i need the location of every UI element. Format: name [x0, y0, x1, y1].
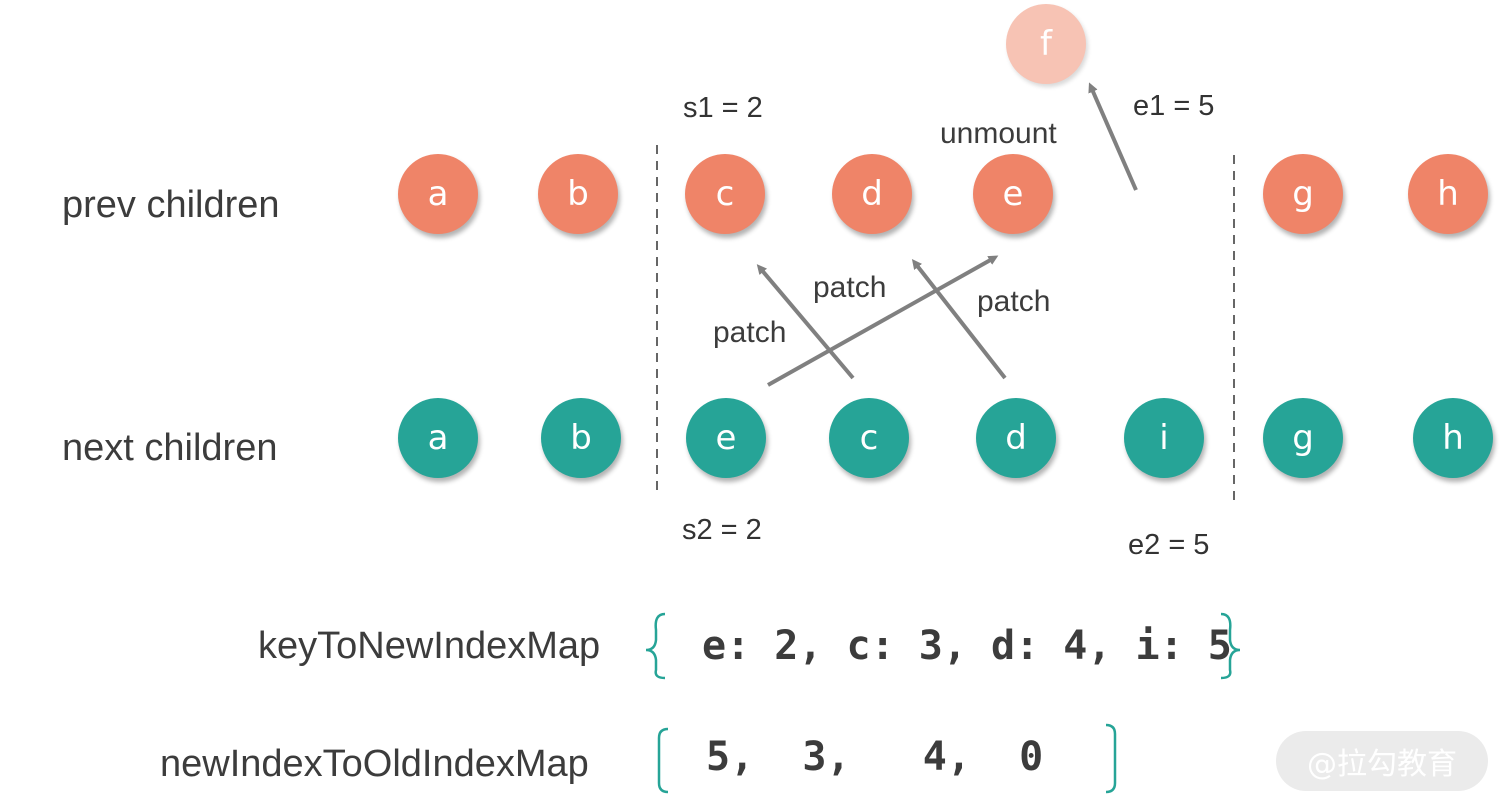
next-node: e — [686, 398, 766, 478]
next-node: h — [1413, 398, 1493, 478]
s1-pointer-label: s1 = 2 — [683, 92, 763, 124]
prev-node: d — [832, 154, 912, 234]
key-to-new-index-map-label: keyToNewIndexMap — [258, 625, 601, 667]
patch-label-e: patch — [713, 316, 787, 349]
prev-node: a — [398, 154, 478, 234]
key-map-left-brace — [645, 612, 666, 680]
e2-pointer-label: e2 = 5 — [1128, 529, 1210, 561]
new-index-to-old-index-map-label: newIndexToOldIndexMap — [160, 743, 589, 785]
patch-label-c: patch — [813, 271, 887, 304]
index-map-left-bracket — [657, 727, 669, 794]
next-node: g — [1263, 398, 1343, 478]
next-children-label: next children — [62, 427, 278, 469]
unmount-arrow — [1088, 82, 1138, 191]
unmounted-node-f: f — [1006, 4, 1086, 84]
patch-arrow-d — [911, 259, 1007, 380]
watermark-badge: @拉勾教育 — [1276, 731, 1488, 791]
prev-node: c — [685, 154, 765, 234]
key-to-new-index-map-value: e: 2, c: 3, d: 4, i: 5 — [702, 623, 1232, 669]
new-index-to-old-index-map-value: 5, 3, 4, 0 — [706, 734, 1044, 780]
s2-pointer-label: s2 = 2 — [682, 514, 762, 546]
next-node: b — [541, 398, 621, 478]
next-node: i — [1124, 398, 1204, 478]
unmount-label: unmount — [940, 117, 1057, 150]
next-node: c — [829, 398, 909, 478]
patch-label-d: patch — [977, 285, 1051, 318]
prev-node: b — [538, 154, 618, 234]
next-node: d — [976, 398, 1056, 478]
e1-pointer-label: e1 = 5 — [1133, 90, 1215, 122]
key-map-right-brace — [1220, 612, 1241, 680]
prev-node: g — [1263, 154, 1343, 234]
patch-arrow-c — [756, 264, 855, 380]
next-node: a — [398, 398, 478, 478]
prev-children-label: prev children — [62, 184, 280, 226]
patch-arrow-e — [767, 255, 999, 387]
prev-node: e — [973, 154, 1053, 234]
prev-node: h — [1408, 154, 1488, 234]
index-map-right-bracket — [1105, 723, 1117, 794]
